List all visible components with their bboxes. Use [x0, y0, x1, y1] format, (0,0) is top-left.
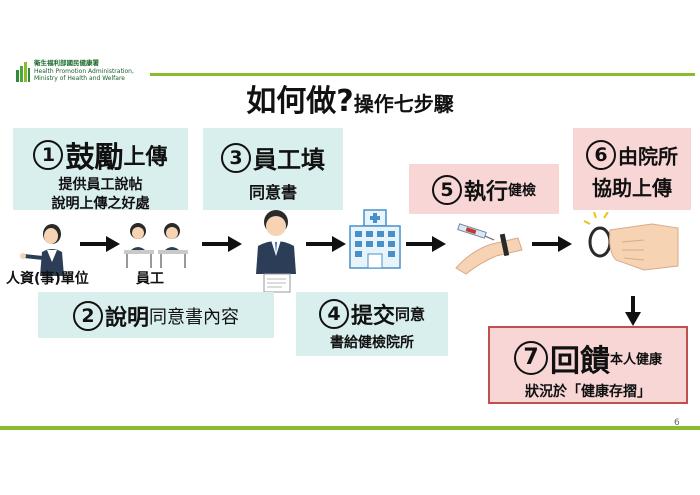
step-4-line-1: 書給健檢院所	[330, 335, 414, 351]
step-1-head: 鼓勵	[65, 140, 124, 174]
step-5-head-small: 健檢	[508, 183, 536, 199]
bottom-divider	[0, 426, 700, 430]
step-3-head: 員工填	[253, 146, 325, 174]
step-1-number: 1	[33, 140, 64, 170]
hand-press-button-icon	[583, 212, 679, 271]
step-4-head-small: 同意	[395, 305, 426, 324]
org-name-en-1: Health Promotion Administration,	[34, 67, 134, 75]
step-6-head: 由院所	[618, 144, 678, 169]
step-7-head: 回饋	[549, 344, 610, 379]
step-5-number: 5	[431, 175, 462, 205]
employees-icon	[124, 223, 188, 268]
step-7-head-small: 本人健康	[609, 352, 662, 368]
step-1-head-small: 上傳	[123, 145, 168, 170]
arrow-right-icon	[406, 236, 446, 252]
arrow-down-icon	[625, 296, 641, 326]
step-3-number: 3	[221, 142, 251, 173]
arrow-right-icon	[532, 236, 572, 252]
step-3-line-1: 同意書	[248, 183, 297, 202]
step-4-head: 提交	[350, 304, 395, 329]
logo-leaf-icon	[16, 62, 30, 82]
title-sub: 操作七步驟	[353, 92, 454, 116]
title-main: 如何做?	[246, 84, 354, 119]
top-divider	[150, 73, 695, 76]
step-1-line-2: 說明上傳之好處	[51, 196, 150, 212]
step-7-number: 7	[513, 341, 548, 375]
blood-test-arm-icon	[455, 223, 523, 275]
arrow-right-icon	[202, 236, 242, 252]
step-2-head-small: 同意書內容	[149, 307, 239, 328]
step-6-number: 6	[586, 140, 616, 170]
step-4-number: 4	[318, 299, 349, 329]
page-title: 如何做?操作七步驟	[0, 84, 700, 122]
org-name-zh: 衛生福利部國民健康署	[34, 59, 99, 67]
hospital-icon	[349, 209, 401, 269]
employee-writing-icon	[256, 210, 296, 293]
hr-label: 人資(事)單位	[6, 271, 89, 287]
step-7-line-1: 狀況於「健康存摺」	[525, 384, 651, 400]
step-6-line-1: 協助上傳	[592, 176, 672, 200]
org-name-en-2: Ministry of Health and Welfare	[34, 75, 125, 82]
hr-person-icon	[20, 224, 64, 276]
org-name: 衛生福利部國民健康署 Health Promotion Administrati…	[34, 59, 134, 83]
employee-label: 員工	[136, 271, 164, 287]
org-logo: 衛生福利部國民健康署 Health Promotion Administrati…	[16, 59, 146, 90]
arrow-right-icon	[80, 236, 120, 252]
page-number: 6	[674, 418, 680, 428]
step-2-head: 說明	[104, 306, 149, 331]
arrow-right-icon	[306, 236, 346, 252]
step-1-line-1: 提供員工說帖	[58, 177, 143, 193]
step-2-number: 2	[72, 301, 103, 331]
step-5-head: 執行	[463, 180, 508, 205]
